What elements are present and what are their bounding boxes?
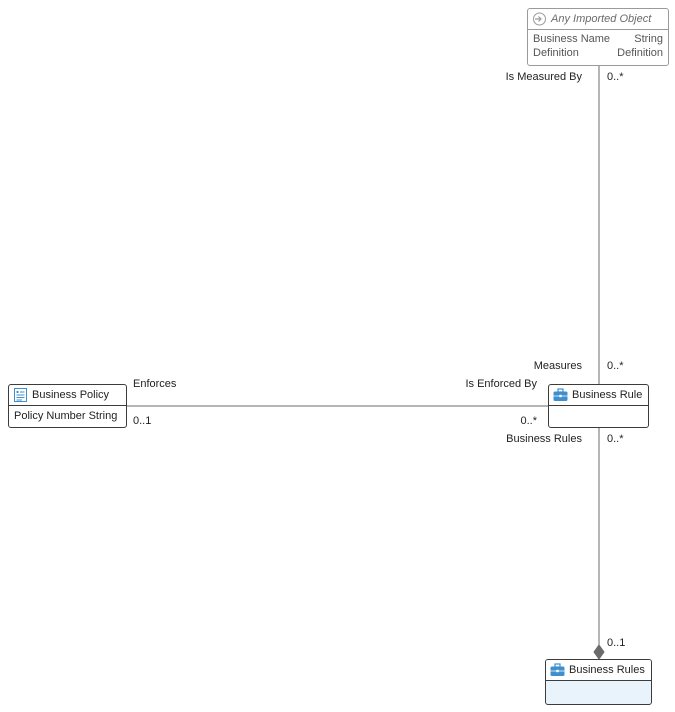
entity-header: Business Rules	[546, 660, 651, 681]
entity-title: Business Policy	[32, 389, 110, 401]
entity-title: Any Imported Object	[551, 13, 652, 25]
attribute-type: Definition	[617, 47, 663, 59]
attribute-name: Business Name	[533, 33, 611, 45]
entity-attributes	[549, 406, 648, 410]
multiplicity-label: 0..*	[607, 71, 624, 83]
role-label-business-rules: Business Rules	[506, 433, 582, 445]
import-arrow-icon	[532, 12, 547, 26]
policy-document-icon	[13, 388, 28, 402]
entity-header: Business Policy	[9, 385, 126, 406]
role-label-measures: Measures	[533, 360, 582, 372]
multiplicity-label: 0..1	[133, 415, 152, 427]
entity-header: Business Rule	[549, 385, 648, 406]
attribute-row: Business Name String	[533, 32, 663, 46]
entity-any-imported-object[interactable]: Any Imported Object Business Name String…	[527, 8, 669, 66]
entity-business-rules[interactable]: Business Rules	[545, 659, 652, 705]
composition-diamond	[593, 644, 605, 660]
entity-title: Business Rules	[569, 664, 645, 676]
briefcase-icon	[550, 663, 565, 677]
entity-attributes: Business Name String Definition Definiti…	[528, 30, 668, 62]
attribute-row: Definition Definition	[533, 46, 663, 60]
entity-header: Any Imported Object	[528, 9, 668, 30]
entity-attributes: Policy Number String	[9, 406, 126, 425]
briefcase-icon	[553, 388, 568, 402]
role-label-is-measured-by: Is Measured By	[505, 71, 582, 83]
entity-title: Business Rule	[572, 389, 643, 401]
entity-business-rule[interactable]: Business Rule	[548, 384, 649, 428]
role-label-enforces: Enforces	[133, 378, 177, 390]
attribute-type: String	[634, 33, 663, 45]
multiplicity-label: 0..*	[607, 360, 624, 372]
attribute-type: String	[88, 410, 118, 422]
attribute-name: Definition	[533, 47, 579, 59]
multiplicity-label: 0..*	[520, 415, 537, 427]
multiplicity-label: 0..1	[607, 637, 626, 649]
attribute-name: Policy Number	[14, 410, 86, 422]
multiplicity-label: 0..*	[607, 433, 624, 445]
entity-attributes	[546, 681, 651, 685]
entity-business-policy[interactable]: Business Policy Policy Number String	[8, 384, 127, 428]
role-label-is-enforced-by: Is Enforced By	[465, 378, 537, 390]
